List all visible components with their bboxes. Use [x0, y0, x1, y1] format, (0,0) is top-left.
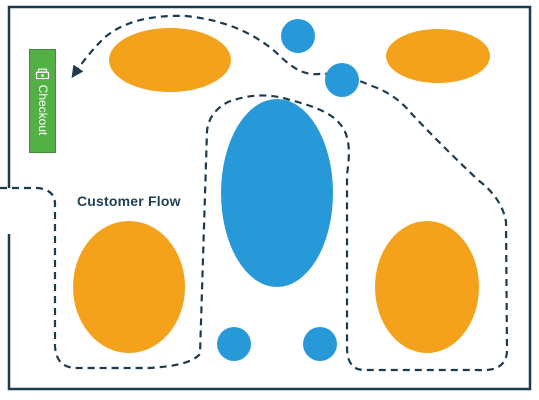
blue-small-display-bottom-right [303, 327, 337, 361]
orange-display-bottom-left [73, 221, 185, 353]
customer-flow-label: Customer Flow [77, 193, 181, 209]
checkout-label: Checkout [35, 84, 50, 136]
orange-display-top-right [386, 29, 490, 83]
orange-display-top-left [109, 28, 231, 92]
cash-register-icon [35, 68, 50, 80]
customer-flow-path [0, 14, 509, 372]
checkout-counter: Checkout [29, 49, 56, 153]
blue-small-display-mid [325, 63, 359, 97]
blue-center-island [221, 99, 333, 287]
blue-small-display-bottom-left [217, 327, 251, 361]
checkout-content: Checkout [35, 67, 50, 136]
store-outer-wall [7, 5, 532, 391]
orange-display-bottom-right [375, 221, 479, 353]
blue-small-display-top [281, 19, 315, 53]
